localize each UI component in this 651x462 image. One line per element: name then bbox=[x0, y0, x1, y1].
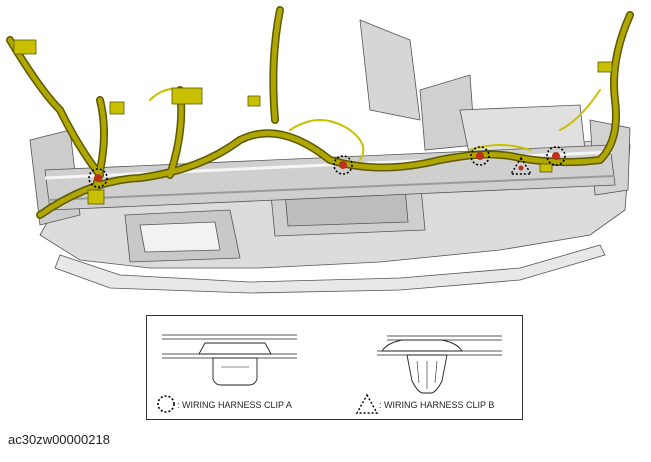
clip-a-marker bbox=[470, 146, 490, 166]
clip-a-legend-symbol bbox=[157, 395, 175, 413]
clip-a-marker bbox=[88, 168, 108, 188]
clip-a-marker bbox=[333, 155, 353, 175]
clip-a-marker bbox=[546, 146, 566, 166]
legend-box: : WIRING HARNESS CLIP A : WIRING HARNESS… bbox=[146, 315, 523, 420]
clip-b-marker bbox=[509, 156, 533, 175]
clip-b-detail-drawing bbox=[377, 335, 502, 394]
clip-a-detail-drawing bbox=[162, 334, 297, 386]
figure-id: ac30zw00000218 bbox=[8, 432, 110, 447]
clip-a-legend-label: : WIRING HARNESS CLIP A bbox=[177, 400, 292, 410]
clip-a-markers bbox=[88, 146, 566, 188]
wiring-harness bbox=[6, 6, 634, 219]
harness-connectors bbox=[13, 39, 613, 205]
clip-b-legend-symbol bbox=[355, 393, 379, 414]
clip-b-legend-label: : WIRING HARNESS CLIP B bbox=[379, 400, 495, 410]
instrument-panel-illustration bbox=[6, 6, 634, 294]
